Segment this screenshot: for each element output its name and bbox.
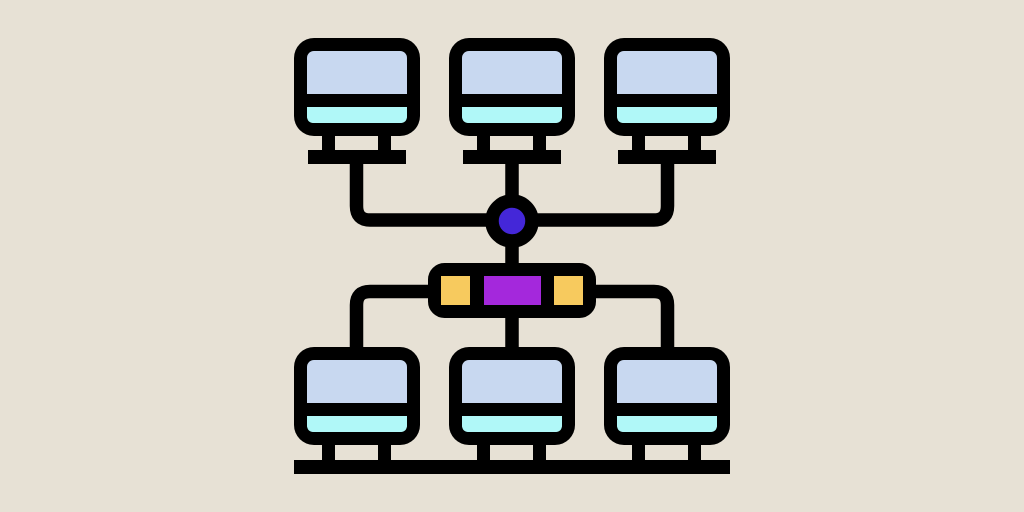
bottom-network-bus	[294, 460, 730, 474]
monitor-panel	[462, 416, 562, 432]
monitor-stand-base	[463, 150, 561, 164]
monitor-leg	[632, 444, 645, 460]
switch-port-left	[441, 276, 470, 305]
bottom-computer-1	[294, 347, 420, 460]
monitor-divider	[617, 94, 717, 107]
link-top-right	[534, 164, 675, 227]
link-bottom-left	[349, 284, 432, 350]
network-switch-icon	[428, 263, 596, 318]
monitor-leg	[378, 444, 391, 460]
monitor-leg	[688, 135, 701, 151]
monitor-leg	[533, 135, 546, 151]
hub-node-icon	[485, 194, 539, 248]
monitor-divider	[462, 403, 562, 416]
monitor-divider	[307, 94, 407, 107]
monitor-leg	[477, 444, 490, 460]
monitor-panel	[617, 107, 717, 123]
monitor-stand-base	[618, 150, 716, 164]
monitor-panel	[617, 416, 717, 432]
monitor-divider	[462, 94, 562, 107]
monitor-leg	[322, 135, 335, 151]
switch-center	[484, 276, 541, 305]
monitor-leg	[322, 444, 335, 460]
monitor-leg	[632, 135, 645, 151]
monitor-leg	[688, 444, 701, 460]
monitor-divider	[307, 403, 407, 416]
switch-port-right	[554, 276, 583, 305]
bottom-computer-2	[449, 347, 575, 460]
monitor-stand-base	[308, 150, 406, 164]
monitor-divider	[617, 403, 717, 416]
top-computer-1	[294, 38, 420, 164]
monitor-leg	[533, 444, 546, 460]
monitor-panel	[307, 416, 407, 432]
monitor-panel	[462, 107, 562, 123]
link-bottom-right	[592, 284, 675, 350]
link-top-left	[349, 164, 490, 227]
monitor-panel	[307, 107, 407, 123]
bottom-computer-3	[604, 347, 730, 460]
monitor-leg	[477, 135, 490, 151]
monitor-leg	[378, 135, 391, 151]
top-computer-3	[604, 38, 730, 164]
top-computer-2	[449, 38, 575, 164]
